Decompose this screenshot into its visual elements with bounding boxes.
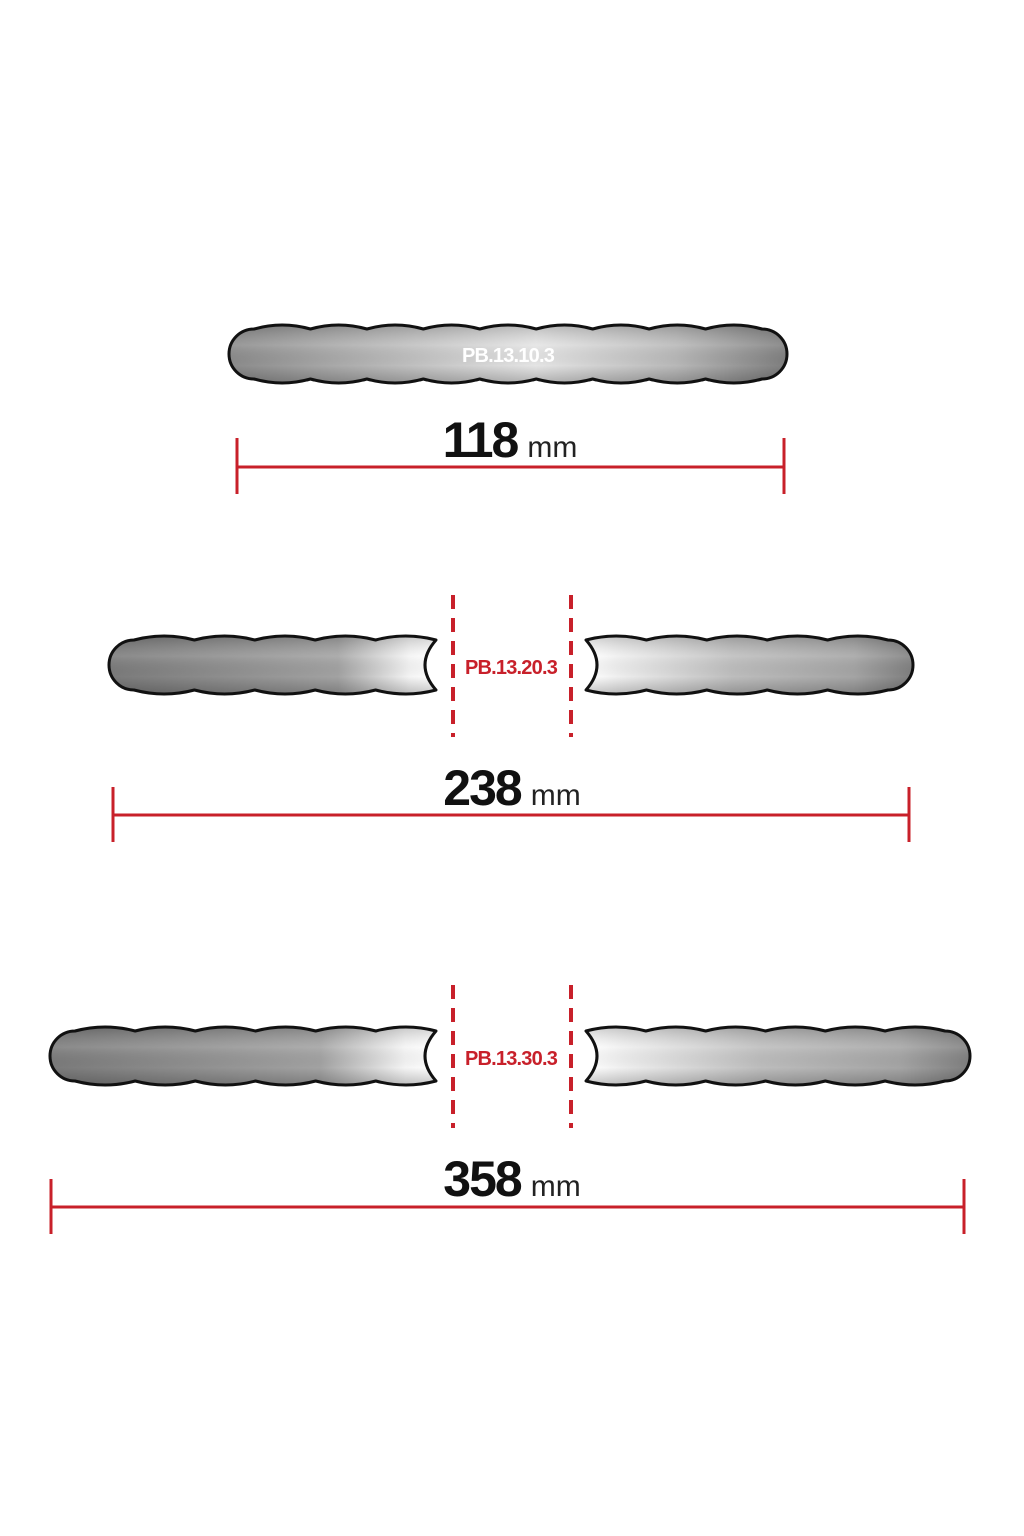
bar-1-outline xyxy=(227,323,789,385)
strip-code-label-1: PB.13.10.3 xyxy=(462,345,555,367)
dimension-line-1 xyxy=(235,438,786,494)
bar-1-shading xyxy=(229,325,787,383)
length-value-3: 358 xyxy=(443,1151,522,1207)
length-label-3: 358 mm xyxy=(443,1151,580,1207)
strip-bar-3-right xyxy=(584,1025,972,1087)
bar-2r-shading xyxy=(586,636,913,694)
strip-item-3: PB.13.30.3 358 mm xyxy=(48,985,972,1234)
dimension-line-2 xyxy=(111,787,911,842)
bar-3l-shading xyxy=(50,1027,436,1085)
bar-3r-outline xyxy=(584,1025,972,1087)
bar-2r-outline xyxy=(584,634,915,696)
bar-3r-shading xyxy=(586,1027,970,1085)
strip-bar-2-right xyxy=(584,634,915,696)
strip-bar-3-left xyxy=(48,1025,438,1087)
length-label-2: 238 mm xyxy=(443,760,580,816)
bar-3l-outline xyxy=(48,1025,438,1087)
strip-item-2: PB.13.20.3 238 mm xyxy=(107,595,915,842)
length-unit-1: mm xyxy=(527,431,577,464)
strip-bar-2-left xyxy=(107,634,438,696)
strip-bar-1 xyxy=(227,323,789,385)
dimension-line-3 xyxy=(49,1179,966,1234)
strip-code-label-2: PB.13.20.3 xyxy=(465,657,558,679)
length-unit-3: mm xyxy=(531,1170,581,1203)
bar-2l-outline xyxy=(107,634,438,696)
length-value-1: 118 xyxy=(443,412,519,468)
bar-2l-shading xyxy=(109,636,436,694)
strip-code-label-3: PB.13.30.3 xyxy=(465,1048,558,1070)
length-value-2: 238 xyxy=(443,760,522,816)
length-unit-2: mm xyxy=(531,779,581,812)
